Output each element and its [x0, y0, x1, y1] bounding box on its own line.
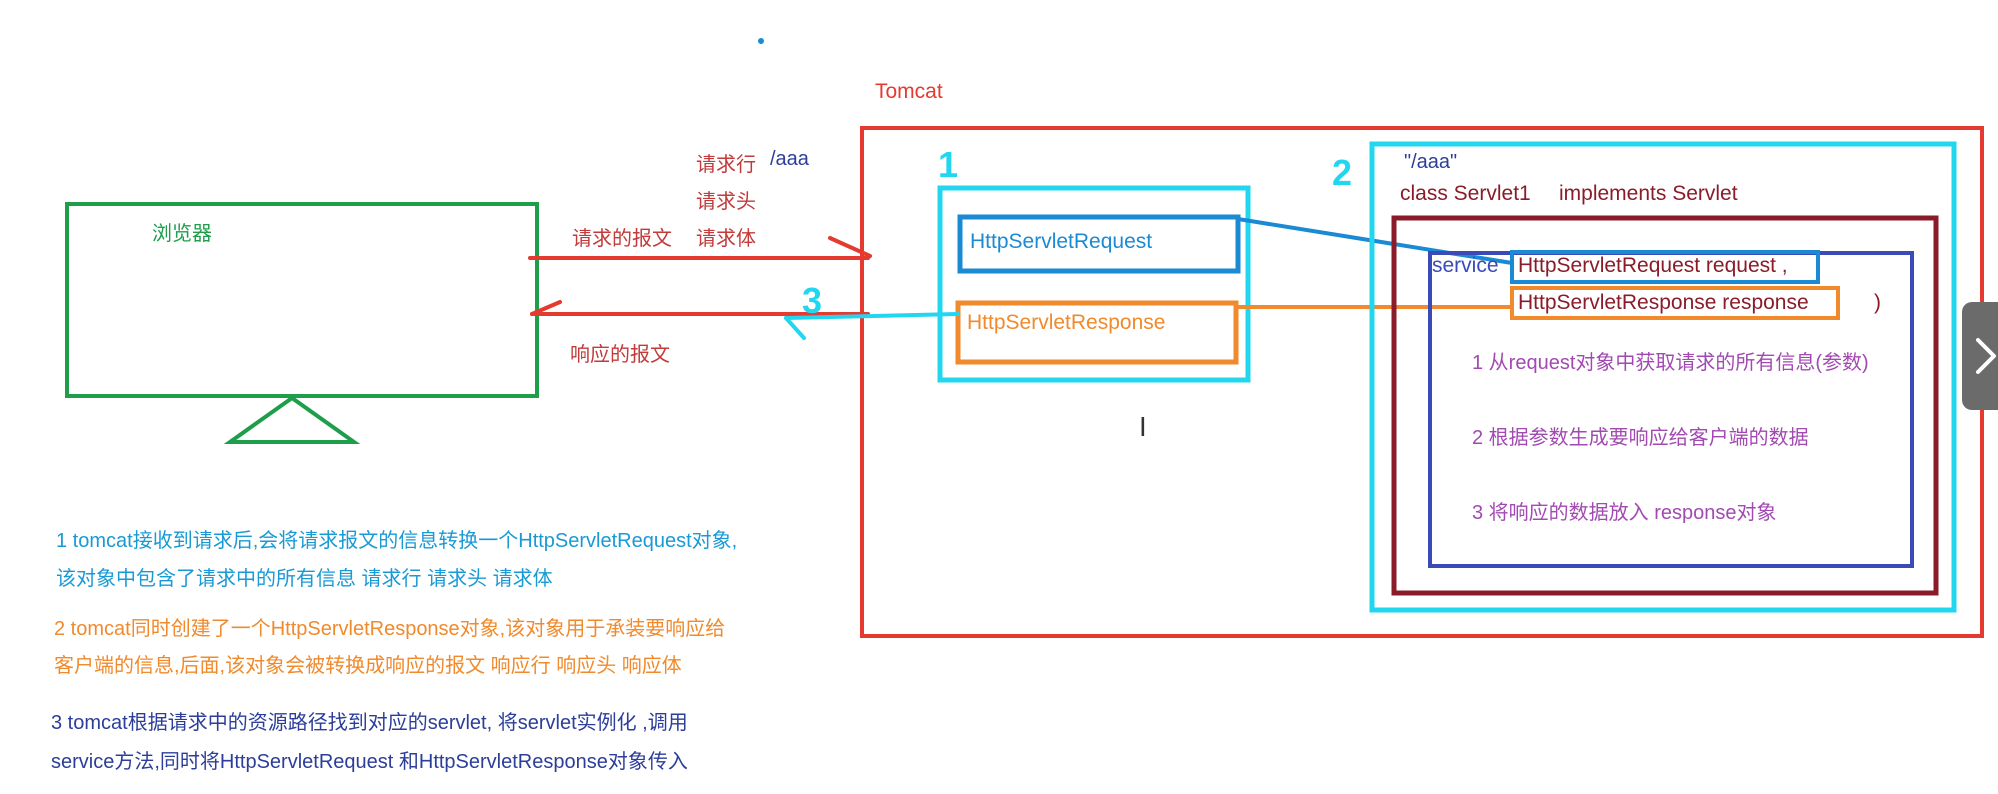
class-body-box: [1391, 215, 1939, 596]
pass-to-response-arrow: [784, 312, 960, 340]
request-header-label: 请求头: [696, 191, 756, 213]
response-message-label: 响应的报文: [570, 344, 670, 366]
service-method-label: service: [1432, 254, 1499, 277]
note-2-line-2: 客户端的信息,后面,该对象会被转换成响应的报文 响应行 响应头 响应体: [54, 655, 682, 677]
request-object-box: [957, 214, 1241, 274]
close-paren-label: ): [1874, 291, 1881, 314]
response-arrow: [530, 300, 870, 316]
note-2-line-1: 2 tomcat同时创建了一个HttpServletResponse对象,该对象…: [54, 618, 726, 640]
service-step-1: 1 从request对象中获取请求的所有信息(参数): [1472, 352, 1869, 374]
response-param-box: [1510, 286, 1840, 320]
servlet-box: [1369, 141, 1957, 613]
note-1-line-1: 1 tomcat接收到请求后,会将请求报文的信息转换一个HttpServletR…: [56, 530, 738, 552]
response-param-label: HttpServletResponse response: [1518, 291, 1809, 314]
dot-marker: [758, 38, 764, 44]
implements-label: implements Servlet: [1559, 182, 1738, 205]
class-declaration-label: class Servlet1: [1400, 182, 1531, 205]
note-3-line-1: 3 tomcat根据请求中的资源路径找到对应的servlet, 将servlet…: [51, 712, 688, 734]
text-cursor-icon: I: [1139, 413, 1147, 443]
note-3-line-2: service方法,同时将HttpServletRequest 和HttpSer…: [51, 751, 688, 773]
marker-3: 3: [802, 280, 823, 321]
monitor-icon: [65, 202, 539, 444]
request-param-label: HttpServletRequest request ,: [1518, 254, 1788, 277]
marker-2: 2: [1332, 152, 1353, 193]
request-object-label: HttpServletRequest: [970, 230, 1153, 253]
servlet-path-label: "/aaa": [1404, 151, 1458, 173]
note-1-line-2: 该对象中包含了请求中的所有信息 请求行 请求头 请求体: [56, 568, 553, 590]
box-1: [937, 185, 1251, 383]
chevron-right-icon: [1976, 338, 1996, 374]
service-step-2: 2 根据参数生成要响应给客户端的数据: [1472, 427, 1809, 449]
tomcat-label: Tomcat: [875, 80, 943, 103]
request-body-label: 请求体: [696, 228, 756, 250]
request-message-label: 请求的报文: [572, 228, 672, 250]
next-slide-button[interactable]: [1962, 302, 1998, 410]
service-step-3: 3 将响应的数据放入 response对象: [1472, 502, 1777, 524]
request-path-label: /aaa: [770, 148, 809, 170]
marker-1: 1: [938, 144, 959, 185]
request-param-box: [1510, 250, 1820, 284]
response-object-box: [955, 300, 1239, 365]
request-line-label: 请求行: [696, 154, 756, 176]
request-connector: [1237, 217, 1513, 265]
browser-label: 浏览器: [152, 223, 212, 245]
response-object-label: HttpServletResponse: [967, 311, 1166, 334]
